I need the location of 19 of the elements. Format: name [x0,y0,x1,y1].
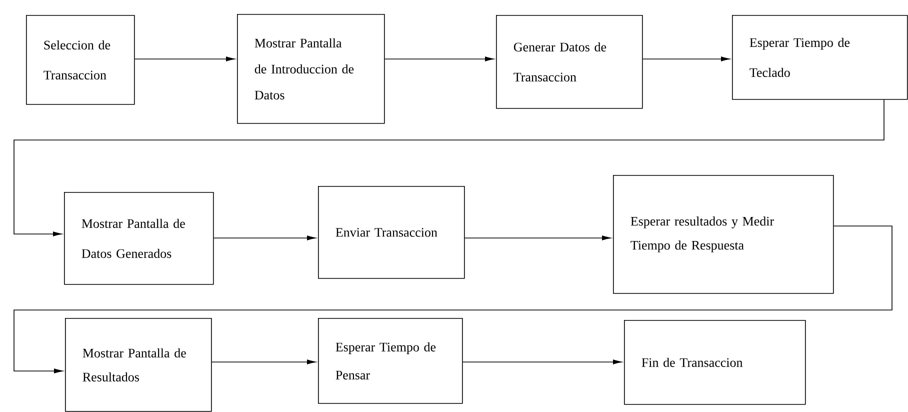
arrow [14,226,892,374]
process-box: Mostrar Pantalla de Resultados [65,318,212,412]
arrow [134,56,235,62]
arrow [211,360,316,364]
process-box: Esperar resultados y Medir Tiempo de Respuesta [613,175,834,294]
process-box: Enviar Transaccion [318,186,465,279]
arrow [462,360,622,364]
arrow [384,56,494,62]
process-box: Esperar Tiempo de Pensar [318,318,463,404]
arrow [213,236,316,240]
process-box: Fin de Transaccion [624,320,806,405]
arrow [464,236,611,240]
arrow [14,99,884,236]
process-box: Esperar Tiempo de Teclado [732,15,908,100]
arrow [642,56,730,62]
process-box: Generar Datos de Transaccion [496,15,643,109]
process-box: Mostrar Pantalla de Introduccion de Datos [237,14,385,124]
process-box: Mostrar Pantalla de Datos Generados [64,192,214,285]
process-box: Seleccion de Transaccion [26,15,135,105]
